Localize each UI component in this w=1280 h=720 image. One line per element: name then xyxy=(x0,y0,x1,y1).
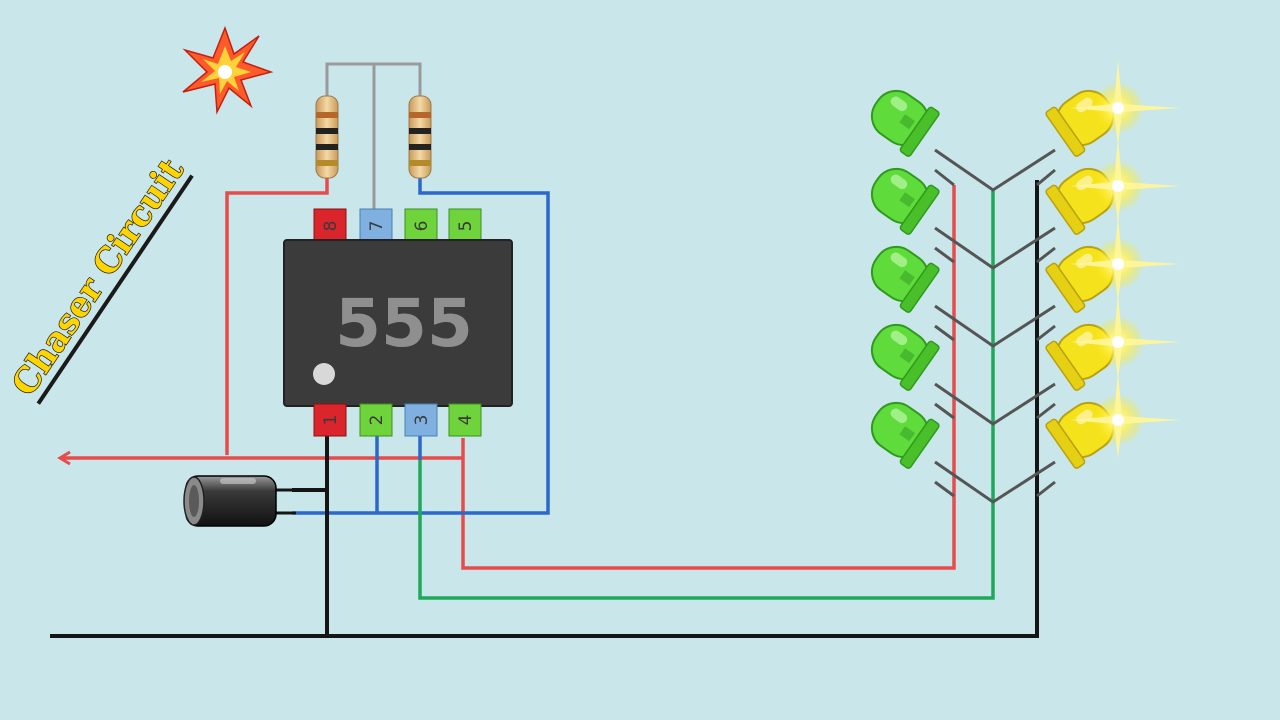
svg-text:4: 4 xyxy=(456,415,476,426)
chip-pin1-dot xyxy=(313,363,335,385)
green-led xyxy=(870,245,940,313)
pin-8: 8 xyxy=(313,208,347,244)
led-glow-sparkle xyxy=(1070,216,1180,302)
chip-body xyxy=(283,239,513,407)
green-led xyxy=(870,401,940,469)
pin-3: 3 xyxy=(404,403,438,437)
led-glow-sparkle xyxy=(1070,60,1180,146)
svg-text:5: 5 xyxy=(456,221,476,232)
title-group: Chaser Circuit xyxy=(4,151,194,405)
svg-text:2: 2 xyxy=(367,415,387,426)
green-led xyxy=(870,167,940,235)
title-text: Chaser Circuit xyxy=(4,151,192,403)
green-led xyxy=(870,89,940,157)
pin-4: 4 xyxy=(448,403,482,437)
pin-1: 1 xyxy=(313,403,347,437)
pin-7: 7 xyxy=(359,208,393,244)
pin-5: 5 xyxy=(448,208,482,244)
led-leg-wires xyxy=(934,148,1056,504)
led-glow-sparkle xyxy=(1070,138,1180,224)
resistor-top-wires xyxy=(325,62,422,212)
svg-text:8: 8 xyxy=(321,221,341,232)
green-led-column xyxy=(870,89,940,469)
svg-text:7: 7 xyxy=(367,221,387,232)
resistor-right xyxy=(408,95,432,179)
svg-text:1: 1 xyxy=(321,415,341,426)
yellow-led-column xyxy=(1045,60,1180,469)
svg-text:6: 6 xyxy=(412,221,432,232)
spark-icon xyxy=(182,25,274,115)
black-wires xyxy=(50,180,1039,638)
blue-wires xyxy=(292,175,550,515)
resistor-left xyxy=(315,95,339,179)
green-wires xyxy=(418,190,995,600)
green-led xyxy=(870,323,940,391)
svg-text:3: 3 xyxy=(412,415,432,426)
red-wires xyxy=(60,175,956,570)
pin-6: 6 xyxy=(404,208,438,244)
led-glow-sparkle xyxy=(1070,294,1180,380)
red-wire-arrow xyxy=(57,450,71,466)
pin-2: 2 xyxy=(359,403,393,437)
title-underline xyxy=(36,174,194,405)
ic-555-chip: 8 7 6 5 555 1 2 3 xyxy=(283,208,513,437)
capacitor xyxy=(183,475,296,527)
yellow-led xyxy=(1045,401,1115,469)
chip-label: 555 xyxy=(335,285,473,362)
led-glow-sparkle xyxy=(1070,372,1180,458)
